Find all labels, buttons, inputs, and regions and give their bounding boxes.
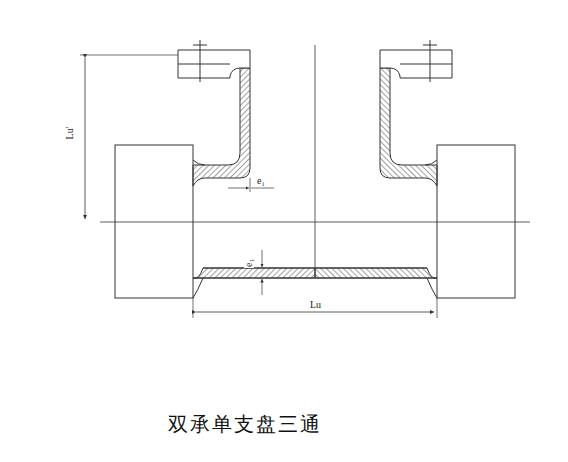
tee-half: [115, 40, 315, 298]
dimension-label: Lu: [309, 300, 322, 310]
dimension-label: e₁: [244, 258, 254, 268]
figure-caption: 双承单支盘三通: [168, 412, 322, 436]
dimension-label: e₁: [256, 176, 266, 186]
dimension-label: Lu': [65, 126, 75, 141]
